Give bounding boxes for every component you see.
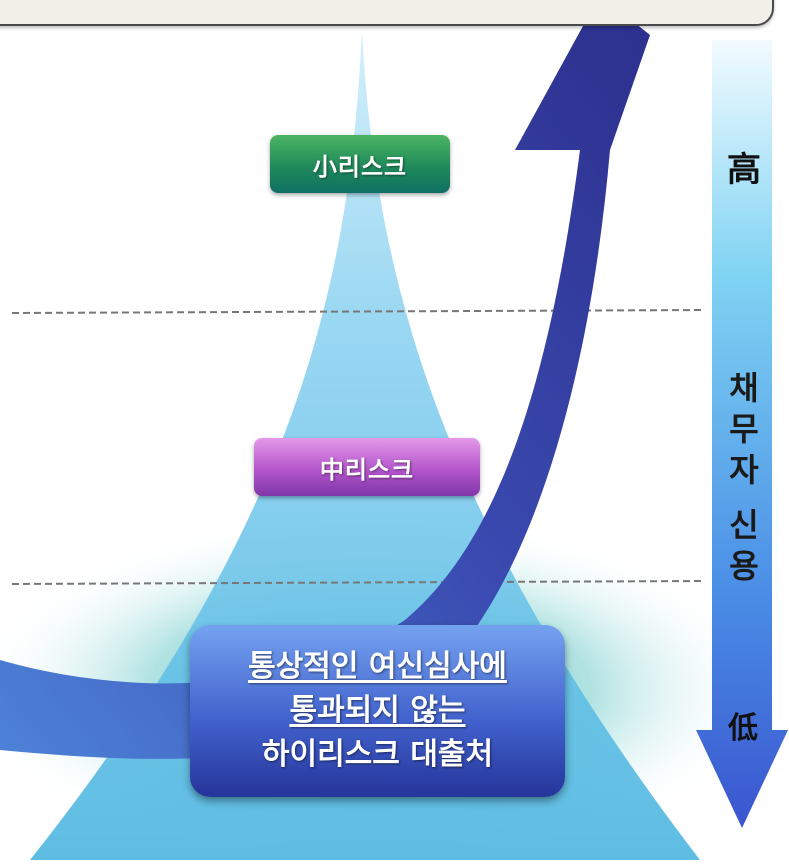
divider-line-lower — [11, 580, 706, 585]
divider-line-upper — [11, 309, 706, 314]
high-risk-text-line-2: 통과되지 않는 — [289, 693, 466, 728]
credit-arrow — [696, 40, 788, 828]
curved-arrow — [0, 0, 650, 759]
high-risk-borrower-box: 통상적인 여신심사에 통과되지 않는 하이리스크 대출처 — [190, 625, 565, 797]
high-risk-text-line-3: 하이리스크 대출처 — [261, 737, 494, 772]
credit-high-label: 高 — [727, 150, 761, 190]
high-risk-text-line-1: 통상적인 여신심사에 — [248, 649, 507, 684]
top-panel — [0, 0, 774, 26]
small-risk-label: 小리스크 — [270, 135, 450, 193]
mid-risk-label: 中리스크 — [254, 438, 480, 496]
credit-low-label: 低 — [728, 711, 758, 746]
